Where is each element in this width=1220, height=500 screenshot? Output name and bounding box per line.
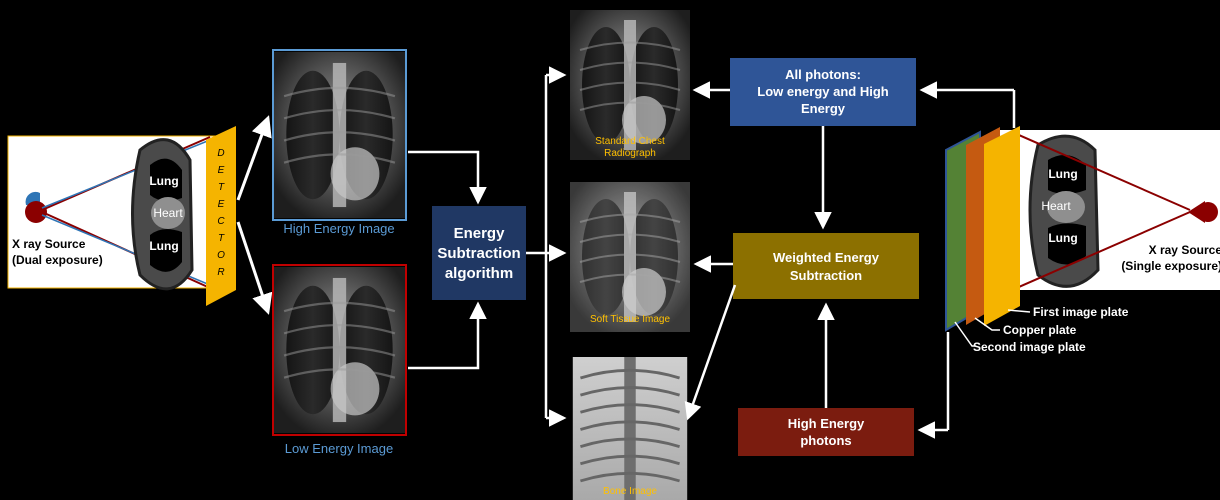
detector-letter: T: [218, 182, 225, 193]
detector-letter: D: [217, 148, 224, 159]
all-photons-line1: All photons:: [785, 67, 861, 82]
standard-radiograph-label-line1: Standard Chest: [595, 136, 665, 147]
algorithm-line2: Subtraction: [437, 245, 520, 262]
soft-tissue-image: [570, 182, 690, 332]
right-source-subtitle: (Single exposure): [1121, 259, 1220, 273]
copper-plate-label: Copper plate: [1003, 323, 1077, 337]
detector-letter: E: [218, 165, 225, 176]
algorithm-line1: Energy: [454, 225, 506, 242]
low-energy-image: [273, 265, 406, 435]
high-photons-line2: photons: [800, 433, 851, 448]
standard-radiograph-label-line2: Radiograph: [604, 148, 656, 159]
high-photons-line1: High Energy: [788, 416, 865, 431]
low-energy-image-label: Low Energy Image: [285, 441, 393, 456]
right-lung-top-label: Lung: [1048, 167, 1077, 181]
all-photons-line3: Energy: [801, 101, 846, 116]
weighted-energy-subtraction-box: [733, 233, 919, 299]
detector-letter: T: [218, 233, 225, 244]
detector-letter: C: [217, 216, 225, 227]
high-energy-image: [273, 50, 406, 220]
left-lung-top-label: Lung: [149, 174, 178, 188]
bone-image-label: Bone Image: [603, 486, 657, 497]
right-lung-bottom-label: Lung: [1048, 231, 1077, 245]
detector-letter: E: [218, 199, 225, 210]
left-source-subtitle: (Dual exposure): [12, 253, 103, 267]
all-photons-line2: Low energy and High: [757, 84, 889, 99]
right-heart-label: Heart: [1041, 199, 1071, 213]
soft-tissue-image-label: Soft Tissue Image: [590, 314, 670, 325]
bone-image: [573, 357, 687, 500]
weighted-line1: Weighted Energy: [773, 250, 880, 265]
detector-letter: R: [217, 267, 224, 278]
first-image-plate: [984, 126, 1020, 326]
left-heart-label: Heart: [153, 206, 183, 220]
left-lung-bottom-label: Lung: [149, 239, 178, 253]
second-plate-label: Second image plate: [973, 340, 1086, 354]
detector-letter: O: [217, 250, 225, 261]
weighted-line2: Subtraction: [790, 268, 862, 283]
first-plate-label: First image plate: [1033, 305, 1129, 319]
left-source-title: X ray Source: [12, 237, 86, 251]
high-energy-image-label: High Energy Image: [283, 221, 394, 236]
algorithm-line3: algorithm: [445, 265, 513, 282]
right-source-title: X ray Source: [1149, 243, 1220, 257]
